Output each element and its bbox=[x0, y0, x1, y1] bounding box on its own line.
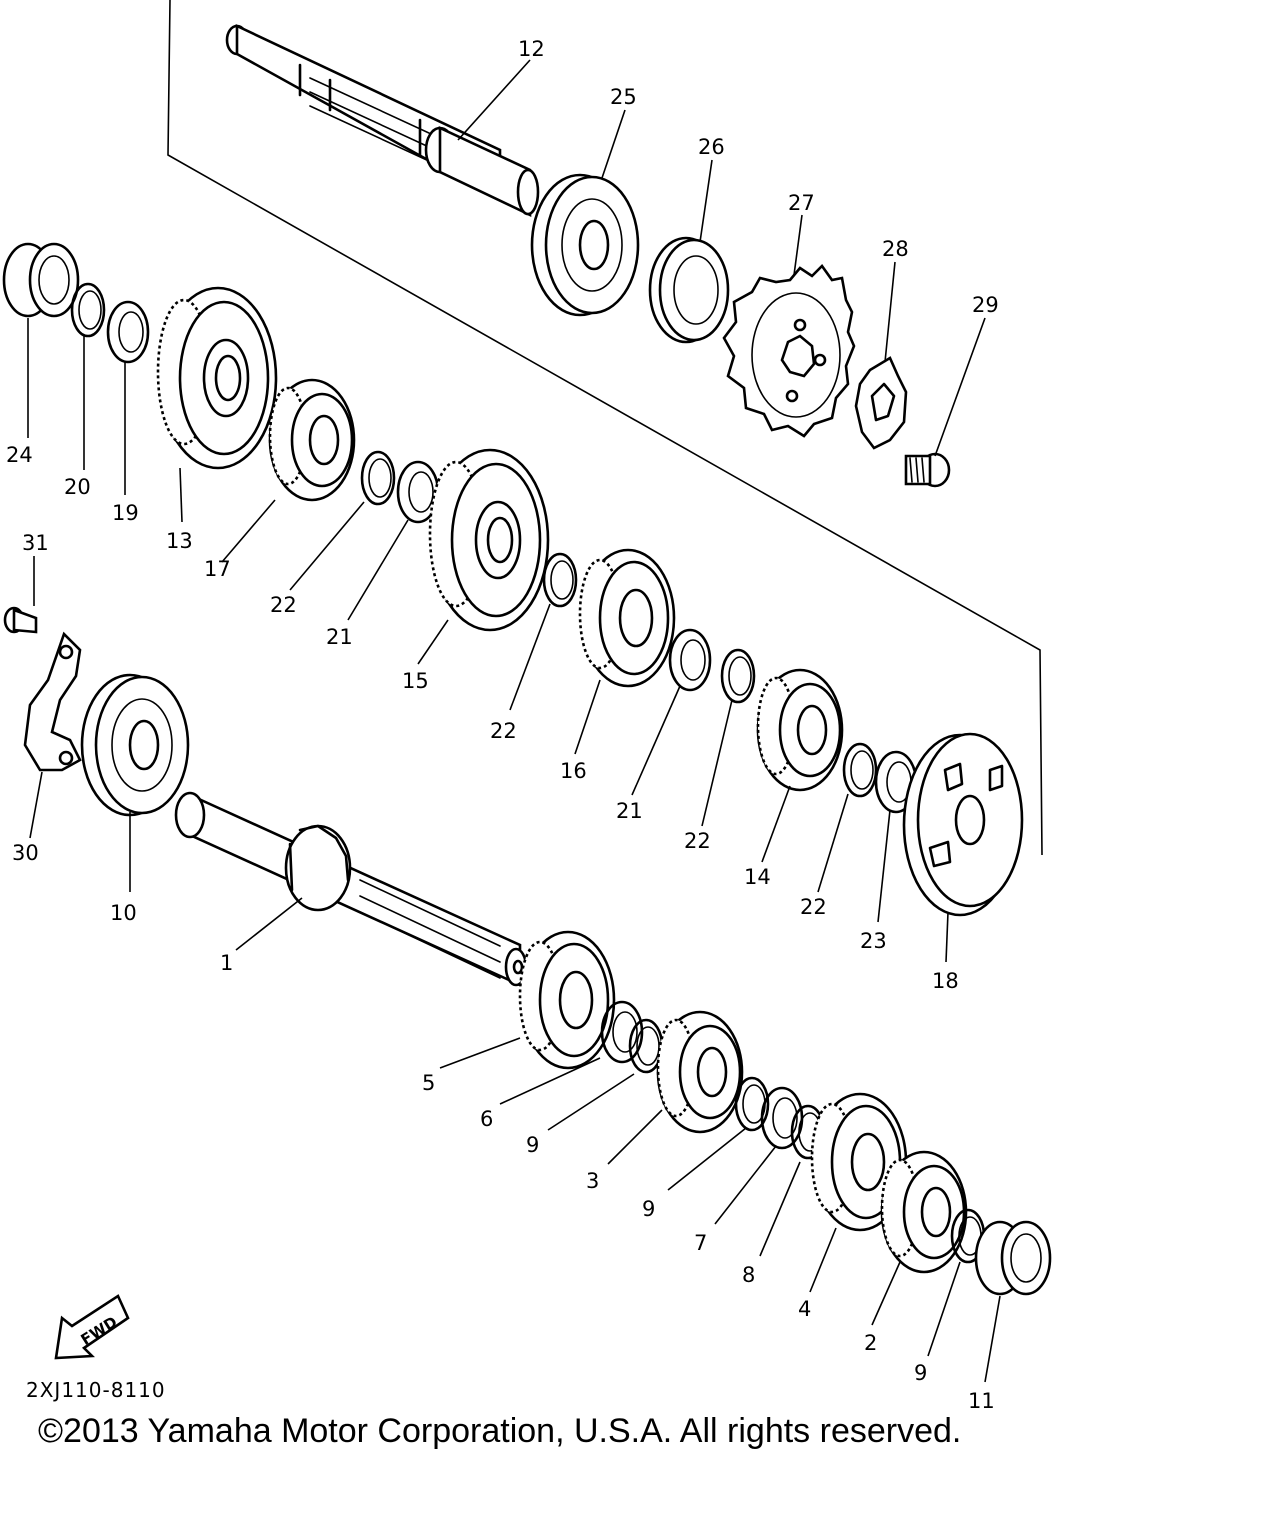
circlip-22-c bbox=[720, 648, 756, 704]
gear-5 bbox=[518, 930, 616, 1070]
callout-11: 11 bbox=[968, 1389, 995, 1413]
callout-3: 3 bbox=[586, 1169, 599, 1193]
callout-24: 24 bbox=[6, 443, 33, 467]
callout-23: 23 bbox=[860, 929, 887, 953]
callout-27: 27 bbox=[788, 191, 815, 215]
callout-14: 14 bbox=[744, 865, 771, 889]
callout-30: 30 bbox=[12, 841, 39, 865]
circlip-22-a bbox=[360, 450, 396, 506]
lock-washer-28 bbox=[854, 356, 908, 450]
forward-arrow: FWD bbox=[54, 1294, 130, 1360]
copyright-notice: ©2013 Yamaha Motor Corporation, U.S.A. A… bbox=[38, 1412, 962, 1450]
callout-25: 25 bbox=[610, 85, 637, 109]
leader-lines bbox=[27, 59, 1001, 1383]
callout-22-d: 22 bbox=[800, 895, 827, 919]
gear-17 bbox=[268, 378, 356, 502]
callout-15: 15 bbox=[402, 669, 429, 693]
callout-17: 17 bbox=[204, 557, 231, 581]
callout-21-b: 21 bbox=[616, 799, 643, 823]
callout-9-a: 9 bbox=[526, 1133, 539, 1157]
callout-8: 8 bbox=[742, 1263, 755, 1287]
callout-9-b: 9 bbox=[642, 1197, 655, 1221]
gear-18 bbox=[902, 732, 1024, 917]
gear-2 bbox=[880, 1150, 968, 1274]
callout-28: 28 bbox=[882, 237, 909, 261]
callout-22-c: 22 bbox=[684, 829, 711, 853]
diagram-code: 2XJ110-8110 bbox=[26, 1378, 166, 1402]
callout-5: 5 bbox=[422, 1071, 435, 1095]
drive-sprocket-27 bbox=[722, 263, 856, 438]
callout-6: 6 bbox=[480, 1107, 493, 1131]
callout-18: 18 bbox=[932, 969, 959, 993]
callout-labels: 12 25 26 27 28 29 24 20 19 13 17 22 21 1… bbox=[6, 37, 999, 1413]
callout-4: 4 bbox=[798, 1297, 811, 1321]
screw-31 bbox=[3, 606, 38, 634]
callout-12: 12 bbox=[518, 37, 545, 61]
callout-2: 2 bbox=[864, 1331, 877, 1355]
bolt-29 bbox=[904, 452, 951, 488]
drive-axle-boundary bbox=[167, 0, 1043, 856]
circlip-22-b bbox=[542, 552, 578, 608]
callout-29: 29 bbox=[972, 293, 999, 317]
callout-7: 7 bbox=[694, 1231, 707, 1255]
needle-bearing-11 bbox=[974, 1220, 1052, 1296]
drive-axle-shaft bbox=[225, 23, 540, 218]
callout-10: 10 bbox=[110, 901, 137, 925]
gear-15 bbox=[428, 448, 550, 632]
gear-14 bbox=[756, 668, 844, 792]
callout-1: 1 bbox=[220, 951, 233, 975]
callout-9-c: 9 bbox=[914, 1361, 927, 1385]
oil-seal-26 bbox=[648, 236, 730, 344]
callout-22-b: 22 bbox=[490, 719, 517, 743]
callout-21-a: 21 bbox=[326, 625, 353, 649]
bearing-10 bbox=[80, 673, 190, 817]
circlip-20 bbox=[70, 282, 106, 338]
bearing-25 bbox=[530, 173, 640, 317]
callout-22-a: 22 bbox=[270, 593, 297, 617]
gear-13 bbox=[156, 286, 278, 470]
washer-21-b bbox=[668, 628, 712, 692]
washer-19 bbox=[106, 300, 150, 364]
callout-16: 16 bbox=[560, 759, 587, 783]
bearing-stopper-30 bbox=[23, 631, 82, 772]
gear-16 bbox=[578, 548, 676, 688]
callout-26: 26 bbox=[698, 135, 725, 159]
callout-13: 13 bbox=[166, 529, 193, 553]
circlip-22-d bbox=[842, 742, 878, 798]
callout-20: 20 bbox=[64, 475, 91, 499]
needle-bearing-24 bbox=[2, 242, 80, 318]
callout-19: 19 bbox=[112, 501, 139, 525]
callout-31: 31 bbox=[22, 531, 49, 555]
gear-3 bbox=[656, 1010, 744, 1134]
washer-7 bbox=[760, 1086, 804, 1150]
